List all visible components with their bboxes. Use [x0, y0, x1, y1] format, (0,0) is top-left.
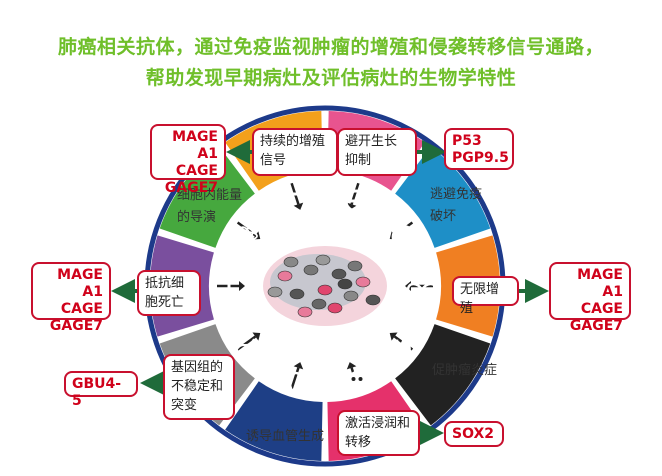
- marker-box-mid-left: MAGE A1 CAGE GAGE7: [31, 262, 111, 334]
- marker-text: GAGE7: [164, 180, 218, 196]
- inward-arrow-head: [346, 362, 357, 370]
- hallmark-box-evading-growth-suppressors: 避开生长 抑制: [337, 128, 417, 176]
- inward-arrow: [290, 367, 300, 390]
- hallmark-label-tumor-inflammation: 促肿瘤炎症: [432, 360, 497, 382]
- hallmark-text: 突变: [171, 398, 198, 413]
- tumor-cell: [331, 268, 347, 280]
- segment-icons: [221, 188, 438, 395]
- inward-arrow: [236, 335, 257, 351]
- hallmark-text: 激活浸润和: [345, 416, 411, 431]
- infinity-icon: [406, 282, 438, 298]
- hallmark-label-avoiding-immune-destruction: 逃避免疫 破坏: [430, 184, 482, 228]
- tumor-cell: [267, 286, 283, 298]
- rising-arrow-icon: [287, 188, 309, 206]
- wheel-segment: [395, 324, 491, 426]
- marker-text: GAGE7: [49, 318, 103, 334]
- wheel-segment: [225, 381, 323, 461]
- tumor-cell: [311, 298, 327, 310]
- hallmark-text: 避开生长: [345, 134, 398, 149]
- hallmark-text: 转移: [345, 435, 372, 450]
- marker-text: P53: [452, 133, 482, 149]
- hallmark-box-replicative-immortality: 无限增殖: [452, 276, 519, 316]
- hallmark-text: 细胞内能量: [177, 188, 243, 203]
- marker-text: SOX2: [452, 426, 495, 442]
- hallmark-text: 抑制: [345, 153, 372, 168]
- tumor-cell: [337, 278, 353, 290]
- marker-text: MAGE A1: [172, 129, 218, 162]
- hallmark-text: 破坏: [430, 209, 457, 224]
- tumor-cell: [283, 256, 299, 268]
- dna-icon: [235, 338, 255, 352]
- hallmark-text: 胞死亡: [145, 295, 185, 310]
- marker-box-top-left: MAGE A1 CAGE GAGE7: [150, 124, 226, 196]
- skull-icon: [348, 371, 366, 392]
- hallmark-label-angiogenesis: 诱导血管生成: [246, 426, 324, 448]
- hallmark-text: 持续的增殖: [260, 134, 326, 149]
- hallmark-box-invasion-metastasis: 激活浸润和 转移: [337, 410, 420, 456]
- marker-text: CAGE: [175, 163, 218, 179]
- tumor-cell: [315, 254, 331, 266]
- wheel-segment: [395, 146, 491, 248]
- marker-text: CAGE: [580, 301, 623, 317]
- hallmark-text: 抵抗细: [145, 276, 185, 291]
- marker-text: MAGE A1: [577, 267, 623, 300]
- tumor-cell: [327, 302, 343, 314]
- plus-icon: [221, 283, 237, 299]
- vessel-icon: [288, 371, 304, 395]
- inward-arrow-head: [252, 332, 261, 341]
- wheel-segment: [159, 146, 255, 248]
- tumor-cell: [343, 290, 359, 302]
- tumor-cell: [355, 276, 371, 288]
- marker-box-bottom-right: SOX2: [444, 421, 504, 447]
- hallmark-text: 无限增殖: [460, 282, 500, 316]
- tumor-cell: [289, 288, 305, 300]
- tumor-cell: [365, 294, 381, 306]
- hallmark-text: 信号: [260, 153, 287, 168]
- blocked-circle-icon: [344, 189, 368, 213]
- hallmark-text: 逃避免疫: [430, 187, 483, 202]
- hallmark-box-resisting-cell-death: 抵抗细 胞死亡: [137, 270, 201, 316]
- tumor-cell: [277, 270, 293, 282]
- marker-box-bottom-left: GBU4-5: [64, 371, 138, 409]
- hallmark-text: 诱导血管生成: [246, 429, 325, 444]
- inward-arrow-head: [239, 281, 245, 291]
- marker-box-top-right: P53 PGP9.5: [444, 128, 514, 170]
- marker-text: GBU4-5: [72, 376, 122, 409]
- title-line-2: 帮助发现早期病灶及评估病灶的生物学特性: [145, 67, 517, 89]
- marker-box-mid-right: MAGE A1 CAGE GAGE7: [549, 262, 631, 334]
- tumor-cell: [347, 260, 363, 272]
- marker-text: GAGE7: [569, 318, 623, 334]
- hallmark-text: 基因组的: [171, 360, 224, 375]
- marker-text: CAGE: [60, 301, 103, 317]
- pacman-cell-icon: [391, 225, 414, 249]
- hallmark-text: 不稳定和: [171, 379, 224, 394]
- flame-icon: [395, 335, 411, 355]
- atom-icon: [236, 226, 258, 246]
- hallmark-text: 的导演: [177, 210, 217, 225]
- hallmark-text: 促肿瘤炎症: [432, 363, 498, 378]
- hallmark-box-sustained-proliferation: 持续的增殖 信号: [252, 128, 338, 176]
- tumor-cell: [297, 306, 313, 318]
- tumor-cluster-image: [263, 246, 387, 326]
- title-line-1: 肺癌相关抗体，通过免疫监视肿瘤的增殖和侵袭转移信号通路，: [57, 36, 604, 58]
- inward-arrow-head: [293, 202, 304, 210]
- tumor-cell: [317, 284, 333, 296]
- inward-arrow-head: [389, 332, 398, 341]
- hallmark-label-energetics: 细胞内能量 的导演: [177, 185, 242, 229]
- hallmark-box-genome-instability: 基因组的 不稳定和 突变: [163, 354, 235, 420]
- tumor-cell: [303, 264, 319, 276]
- inward-arrow-head: [293, 362, 304, 370]
- marker-text: PGP9.5: [452, 150, 509, 166]
- marker-text: MAGE A1: [57, 267, 103, 300]
